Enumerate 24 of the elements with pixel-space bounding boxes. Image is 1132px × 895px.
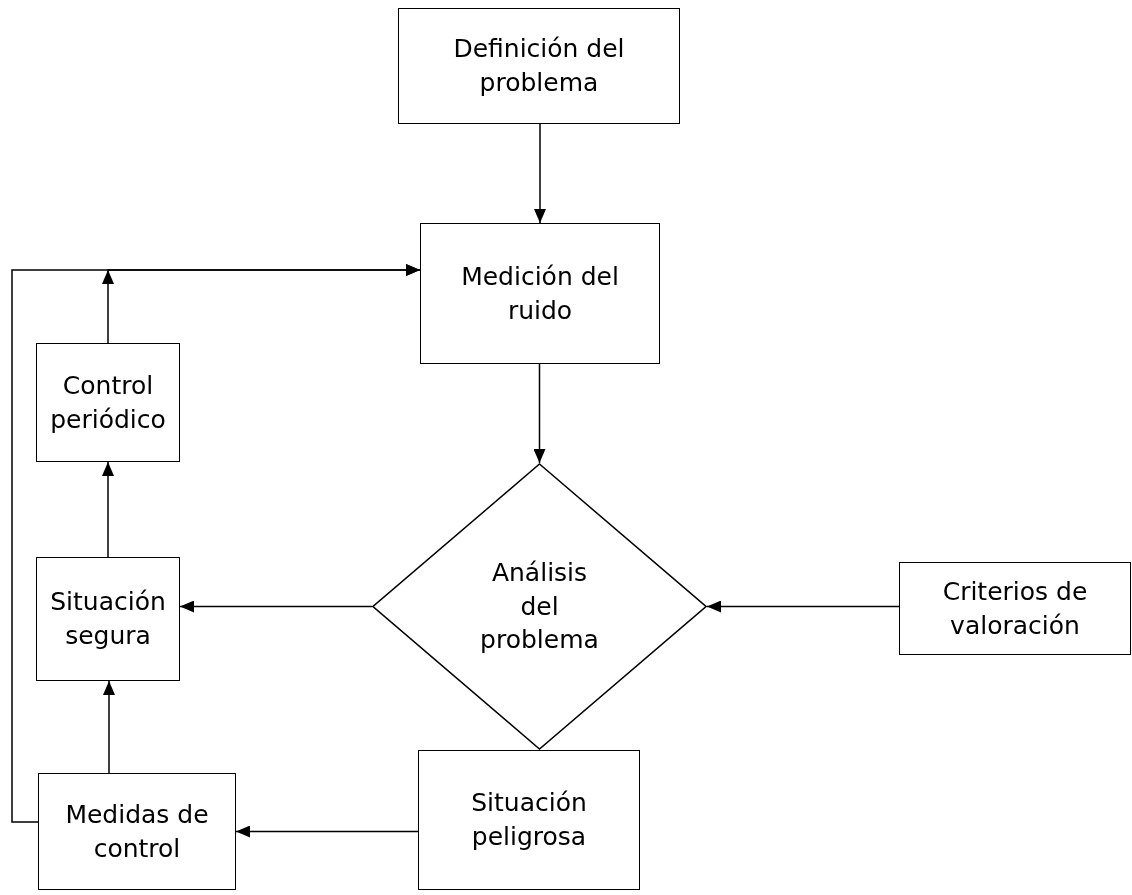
process-box [418, 750, 640, 890]
node-label: Situación segura [49, 586, 167, 652]
node-label: Criterios de valoración [941, 575, 1089, 642]
arrow [533, 363, 546, 464]
node-label: Medición del ruido [460, 260, 620, 327]
arrow [179, 600, 373, 613]
arrow [706, 600, 900, 613]
node-label: Control periódico [49, 369, 167, 436]
node-label: Análisis del problema [479, 556, 600, 657]
decision-diamond [372, 463, 707, 750]
node-label: Medidas de control [64, 798, 210, 865]
process-box [38, 773, 236, 890]
process-box [36, 343, 180, 462]
node-label: Definición del problema [452, 33, 626, 99]
arrow [235, 825, 419, 838]
arrow [11, 264, 421, 823]
process-box [899, 562, 1131, 655]
node-label: Situación peligrosa [470, 787, 588, 853]
process-box [36, 557, 180, 681]
arrow [534, 123, 546, 224]
arrow [103, 680, 115, 774]
arrow [102, 461, 114, 558]
process-box [398, 8, 680, 124]
process-box [420, 223, 660, 364]
